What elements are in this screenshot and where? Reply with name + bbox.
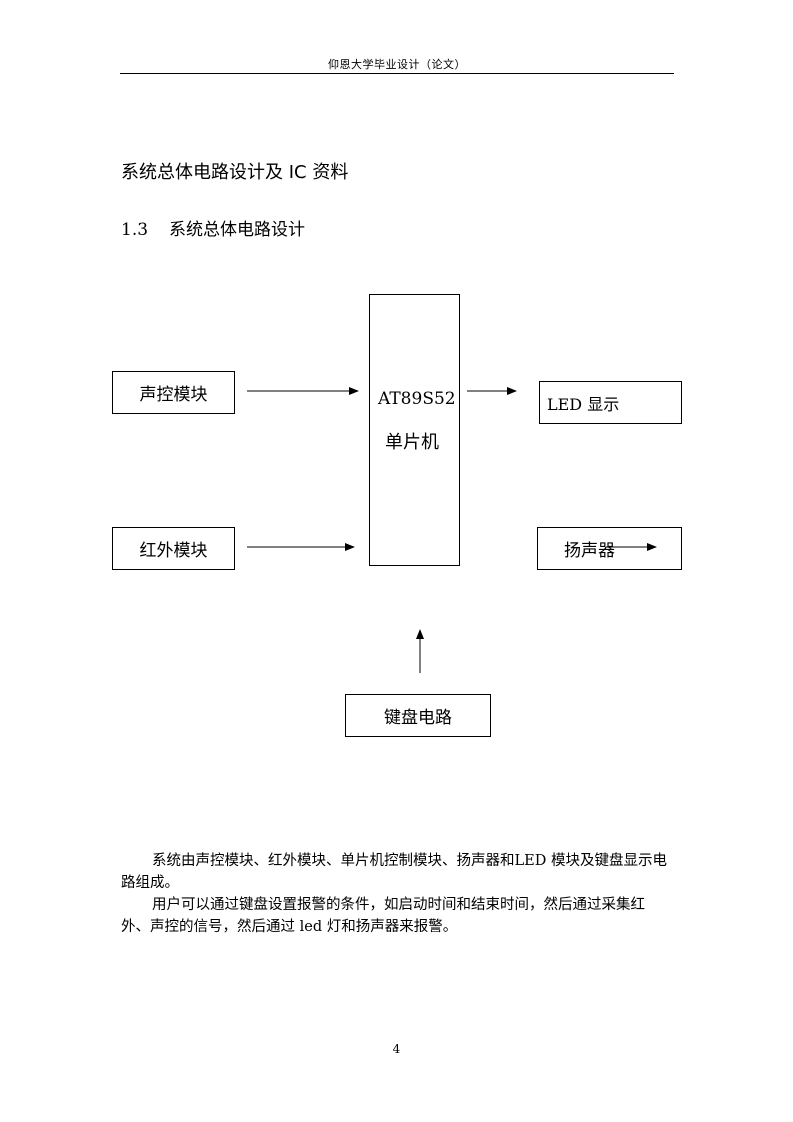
subsection-title-text: 系统总体电路设计	[169, 220, 305, 240]
voice-module-box: 声控模块	[112, 371, 235, 414]
subsection-title: 1.3 系统总体电路设计	[121, 215, 305, 240]
section-title: 系统总体电路设计及 IC 资料	[121, 162, 349, 183]
led-display-label: LED 显示	[547, 394, 620, 414]
keypad-circuit-box: 键盘电路	[345, 694, 491, 737]
ir-module-box: 红外模块	[112, 527, 235, 570]
page-header: 仰恩大学毕业设计（论文）	[328, 58, 466, 71]
speaker-label: 扬声器	[564, 541, 615, 561]
body-text: 系统由声控模块、红外模块、单片机控制模块、扬声器和LED 模块及键盘显示电路组成…	[121, 850, 673, 938]
page-number: 4	[392, 1042, 401, 1056]
mcu-model-label: AT89S52	[378, 389, 456, 409]
header-rule	[120, 73, 674, 74]
ir-module-label: 红外模块	[139, 541, 208, 561]
voice-module-label: 声控模块	[139, 385, 208, 405]
mcu-box: AT89S52 单片机	[369, 294, 460, 566]
led-display-box: LED 显示	[539, 381, 682, 424]
body-paragraph-1: 系统由声控模块、红外模块、单片机控制模块、扬声器和LED 模块及键盘显示电路组成…	[121, 853, 667, 891]
mcu-label: 单片机	[385, 432, 439, 453]
subsection-number: 1.3	[121, 220, 149, 240]
speaker-box: 扬声器	[537, 527, 682, 570]
body-paragraph-2: 用户可以通过键盘设置报警的条件，如启动时间和结束时间，然后通过采集红外、声控的信…	[121, 897, 645, 935]
keypad-circuit-label: 键盘电路	[384, 708, 452, 728]
